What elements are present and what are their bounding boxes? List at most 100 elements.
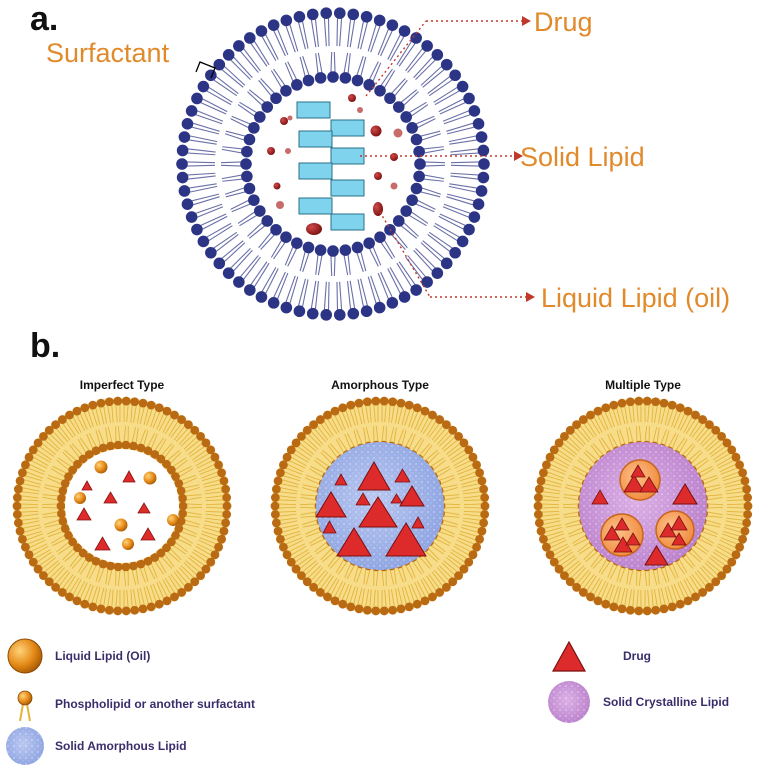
lipid-head [297,571,306,581]
oil-droplet [94,460,108,474]
lipid-head [363,79,375,91]
lipid-head [464,445,474,455]
lipid-head [51,420,60,430]
lipid-head [362,605,372,615]
lipid-head [374,85,386,97]
lipid-head [477,171,490,184]
lipid-head [468,105,481,117]
lipid-head [379,396,389,406]
oil-droplet [167,514,179,526]
lipid-head [293,10,306,23]
lipid-head [346,602,356,612]
drug-triangle [411,516,425,529]
lipid-head [572,582,581,592]
lipid-head [222,510,232,519]
drug-droplets [267,94,403,235]
lipid-head [255,25,268,37]
lipid-head [297,431,306,441]
drug-droplet [393,128,403,138]
lipid-head [339,244,352,256]
solid-lipid-block [330,179,365,197]
solid-lipid-block [296,101,331,119]
lipid-head [176,144,189,157]
lipid-head [374,231,386,243]
lipid-head [219,476,229,486]
lipid-head [740,526,750,536]
solid-lipid-label: Solid Lipid [520,142,645,172]
lipid-head [129,561,138,571]
lipid-head [244,284,256,296]
lipid-head [196,571,205,581]
lipid-head [178,493,187,503]
lipid-head [302,577,312,587]
lipid-head [270,510,280,519]
lipid-head [309,582,318,592]
lipid-head [106,561,115,571]
drug-triangle [315,491,347,518]
drug-triangle [399,485,425,507]
drug-droplet [373,202,383,216]
lipid-head [533,501,543,511]
lipid-head [130,397,140,407]
drug-droplet [287,115,293,121]
lipid-head [413,145,425,158]
lipid-head [480,510,490,519]
lipid-head [44,425,54,435]
lipid-head [542,542,551,552]
lipid-head [586,410,595,420]
lipid-head [84,450,94,459]
lipid-head [534,518,544,528]
lipid-head [410,182,423,195]
solid-lipid-block [298,197,333,215]
lipid-head [170,592,179,602]
liquid-lipid-arrow-icon [526,292,535,302]
lipid-head [12,501,22,511]
lipid-head [386,297,399,309]
lipid-head [384,92,396,105]
lipid-head [21,460,30,470]
drug-triangle [671,532,687,546]
lipid-head [667,602,677,612]
lipid-head [162,459,171,469]
drug-droplet [276,201,284,209]
lipid-head [73,543,82,553]
drug-triangle [591,489,609,505]
lipid-head [705,420,714,430]
lipid-head [255,291,268,303]
lipid-head [113,440,123,450]
lipid-head [642,606,652,616]
lipid-head [320,7,333,19]
surfactant-bracket [195,61,216,79]
lipid-head [280,231,292,243]
multiple-type-particle [533,396,753,616]
drug-triangle [94,536,111,551]
lipid-head [113,396,123,406]
lipid-head [24,550,34,560]
lipid-head [136,443,146,453]
lipid-head [642,396,652,406]
lipid-head [28,445,38,455]
lipid-head [475,534,484,544]
lipid-head [625,605,635,615]
lipid-head [58,486,68,496]
lipid-head [379,606,389,616]
lipid-head [80,599,90,609]
drug-triangle [385,522,427,557]
lipid-head [722,438,732,448]
lipid-head [338,403,348,413]
lipid-head [217,468,226,478]
lipid-head [171,472,180,482]
lipid-head [468,452,478,462]
legend-liquid-lipid: Liquid Lipid (Oil) [55,649,150,663]
lipid-head [412,599,422,609]
lipid-head [206,445,216,455]
lipid-head [400,205,412,217]
drug-droplet [390,153,398,161]
lipid-head [534,484,544,494]
lipid-head [330,406,340,416]
lipid-head [98,559,108,569]
lipid-head [578,415,588,424]
lipid-head [410,133,423,146]
lipid-head [327,71,339,83]
lipid-head [406,122,418,134]
